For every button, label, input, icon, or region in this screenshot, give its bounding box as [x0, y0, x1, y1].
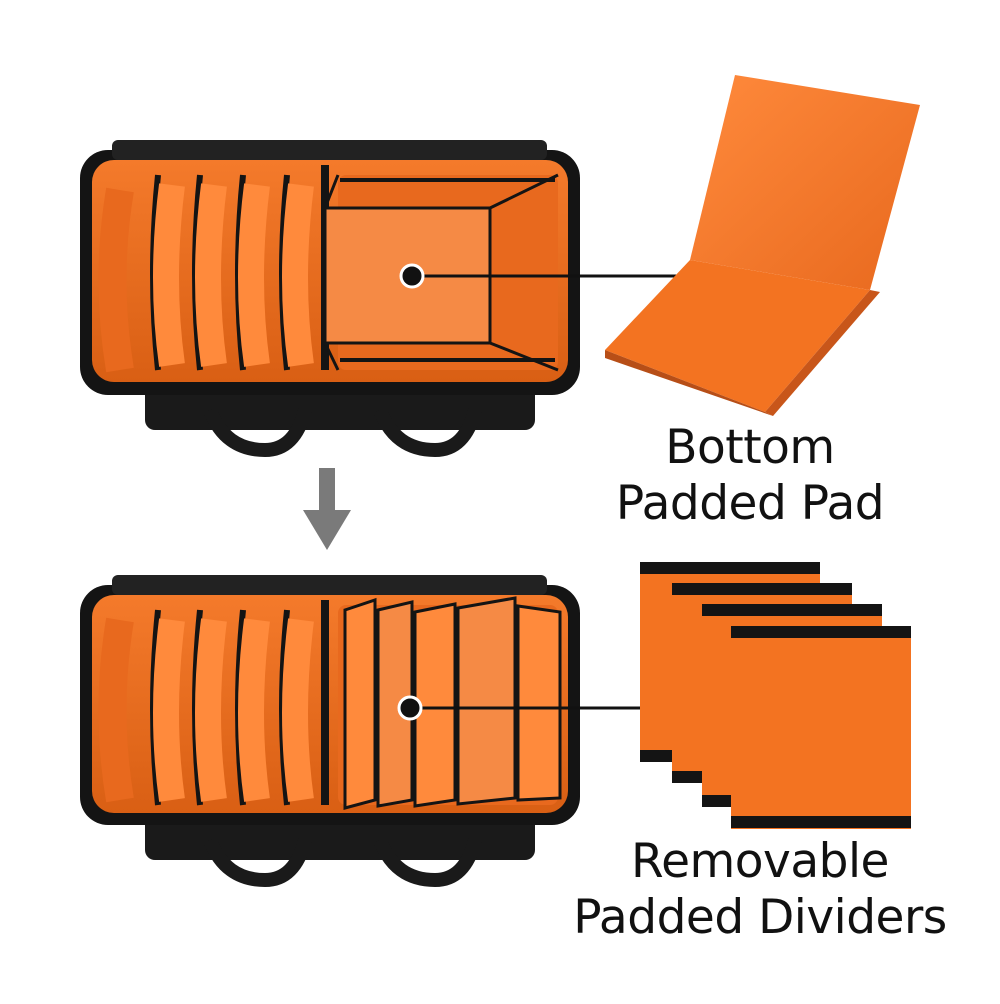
removable-dividers — [640, 562, 911, 829]
bag-bottom-left-dividers — [98, 600, 329, 806]
caption-line: Padded Pad — [615, 476, 885, 531]
bag-top — [80, 140, 580, 458]
caption-line: Bottom — [665, 420, 835, 475]
callout-dot-icon — [397, 695, 423, 721]
callout-dot-icon — [399, 263, 425, 289]
bag-bottom-right-dividers — [338, 596, 562, 810]
bag-top-zipper — [112, 140, 547, 160]
divider-panel — [731, 626, 911, 829]
bag-top-handle-right — [373, 407, 482, 458]
caption-dividers: Removable Padded Dividers — [560, 834, 960, 946]
caption-line: Padded Dividers — [573, 890, 947, 945]
bag-top-left-dividers — [98, 165, 329, 373]
caption-line: Removable — [631, 834, 889, 889]
bag-top-handle-left — [203, 407, 312, 458]
down-arrow-icon — [303, 468, 351, 550]
bottom-padded-pad — [605, 75, 920, 416]
bag-bottom — [80, 575, 580, 888]
caption-bottom-pad: Bottom Padded Pad — [600, 420, 900, 532]
